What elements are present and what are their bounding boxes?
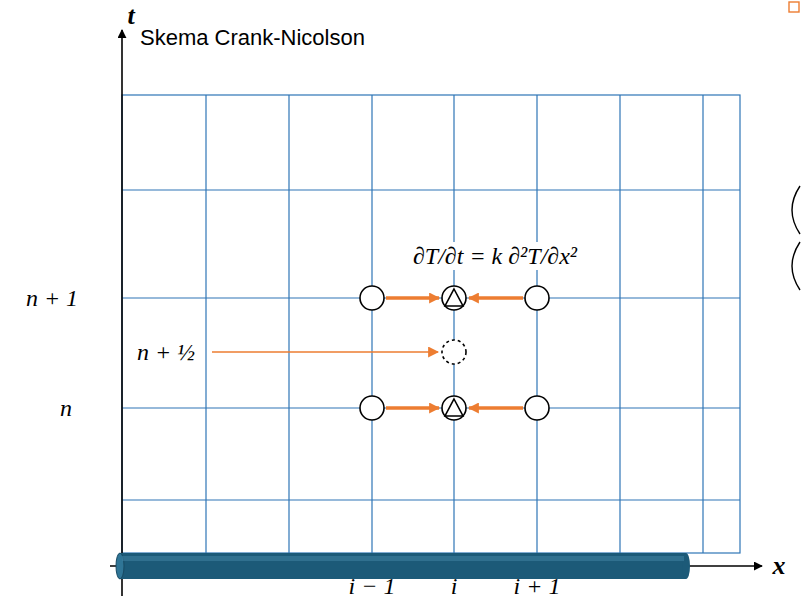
space-index: i: [451, 573, 458, 599]
stencil-points: [360, 286, 549, 420]
time-level: n + 1: [26, 285, 78, 311]
axis-label: t: [127, 2, 134, 31]
space-index: i + 1: [514, 573, 561, 599]
rod: [116, 553, 690, 579]
time-level: n + ½: [133, 338, 199, 366]
time-level: n: [60, 395, 72, 421]
axis-label: x: [773, 552, 786, 581]
grid: [122, 95, 740, 553]
t-axis: [121, 30, 123, 596]
equation: ∂T/∂t = k ∂²T/∂x²: [409, 242, 581, 270]
stencil-arrows: [386, 298, 523, 408]
cropped-fragments: [789, 2, 800, 290]
half-step-leader: [212, 351, 438, 353]
diagram-title: Skema Crank-Nicolson: [140, 26, 365, 50]
space-index: i − 1: [349, 573, 396, 599]
